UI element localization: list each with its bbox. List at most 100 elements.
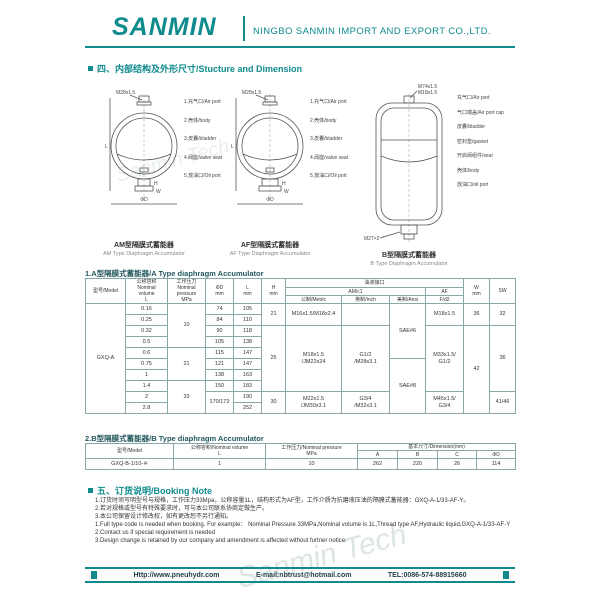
model-cell: GXQ-A bbox=[85, 303, 126, 414]
part-label: 4.阀座/valve seat bbox=[310, 154, 349, 161]
col-header-model: 型号/Model bbox=[85, 278, 126, 304]
part-label: 5.放油口/Oil port bbox=[184, 173, 221, 179]
data-cell: 1 bbox=[125, 369, 168, 381]
part-label: 2.壳体/body bbox=[310, 117, 337, 124]
table-row: 0.32 90 118 25 M18x1.5 /JM22x24 G1/2 /M2… bbox=[86, 325, 517, 414]
am-caption-cn: AM型隔膜式蓄能器 bbox=[114, 242, 174, 249]
footer-endcap-right bbox=[502, 571, 509, 579]
data-cell: 2.8 bbox=[125, 402, 168, 414]
af-caption-cn: AF型隔膜式蓄能器 bbox=[240, 242, 300, 249]
am-part-labels: 1.充气口/Air port 2.壳体/body 3.皮囊/bladder 4.… bbox=[184, 86, 222, 238]
col-header-inch: 英制/Inch bbox=[341, 295, 390, 304]
part-label: 1.充气口/Air port bbox=[310, 99, 347, 105]
b-thread2-label: M18x1.5 bbox=[418, 90, 437, 96]
data-cell: 0.5 bbox=[125, 336, 168, 348]
footer-website-link[interactable]: Http://www.pneuhydr.com bbox=[133, 571, 220, 579]
data-cell: M16x1.5/M18x2.4 bbox=[285, 303, 342, 326]
part-label: 2.壳体/body bbox=[184, 117, 211, 124]
data-cell: 121 bbox=[205, 358, 234, 370]
data-cell: 0.25 bbox=[125, 314, 168, 326]
data-cell: 105 bbox=[205, 336, 234, 348]
data-cell: SAE#8 bbox=[389, 358, 426, 414]
data-cell: 147 bbox=[233, 358, 262, 370]
data-cell: 252 bbox=[233, 402, 262, 414]
section-bullet-icon bbox=[88, 66, 93, 71]
data-cell: 114 bbox=[475, 458, 517, 470]
part-label: 3.皮囊/bladder bbox=[184, 136, 217, 142]
data-cell: 30 bbox=[261, 391, 286, 414]
part-label: 1.充气口/Air port bbox=[184, 99, 221, 105]
col-header-am-group: AM/c1 bbox=[285, 287, 426, 296]
col-header-metric: 公制/Metric bbox=[285, 295, 342, 304]
table-b-title: 2.B型隔膜式蓄能器/B Type diaphragm Accumulator bbox=[85, 434, 264, 443]
booking-note-en: 2.Contact us if special requirement is n… bbox=[95, 530, 216, 537]
data-cell: 163 bbox=[233, 369, 262, 381]
data-cell: 0.6 bbox=[125, 347, 168, 359]
part-label: 皮囊/bladder bbox=[457, 124, 486, 130]
data-cell: 21 bbox=[261, 303, 286, 326]
table-b-accumulator: 型号/Model 公称容积/Nominal volume L 工作压力/Nomi… bbox=[85, 443, 517, 470]
col-header-sw: SW bbox=[489, 278, 517, 304]
data-cell: 36 bbox=[463, 303, 491, 326]
section-bullet-icon bbox=[88, 488, 93, 493]
data-cell: 1 bbox=[173, 458, 266, 470]
table-row: 0.5 105 138 bbox=[86, 336, 516, 348]
data-cell: 0.16 bbox=[125, 303, 168, 315]
am-caption: AM型隔膜式蓄能器 AM Type Diaphragm Accumulator bbox=[69, 240, 219, 257]
col-header-d: ΦD bbox=[475, 450, 517, 459]
af-accumulator-drawing: M28x1.5 L H W ΦD bbox=[231, 90, 304, 205]
table-row: 2.8 252 bbox=[86, 402, 516, 414]
b-oil-thread-label: M27×2 bbox=[364, 236, 380, 242]
data-cell: 190 bbox=[233, 391, 262, 403]
b-caption: B型隔膜式蓄能器 B Type Diaphragm Accumulator bbox=[334, 250, 484, 267]
col-header-c: C bbox=[437, 450, 477, 459]
part-label: 放油口/oil port bbox=[457, 182, 489, 188]
part-label: 5.放油口/Oil port bbox=[310, 173, 347, 179]
data-cell: M18x1.5 /JM22x24 bbox=[285, 325, 342, 392]
data-cell bbox=[341, 303, 390, 326]
af-caption: AF型隔膜式蓄能器 AF Type Diaphragm Accumulator bbox=[195, 240, 345, 257]
footer-email-link[interactable]: E-mail:nbtrust@hotmail.com bbox=[255, 571, 352, 579]
header-rule bbox=[85, 46, 515, 48]
data-cell: M45x1.5/ G3/4 bbox=[424, 391, 465, 414]
am-diagram: M28x1.5 L H W ΦD 1.充气口/Air port 2.壳体/bod… bbox=[104, 86, 236, 238]
am-accumulator-drawing: M28x1.5 L H W ΦD bbox=[105, 90, 178, 205]
b-thread1-label: M74x1.5 bbox=[418, 84, 437, 90]
data-cell: 105 bbox=[233, 303, 262, 315]
col-header-pressure: 工作压力 Nominal pressure MPa bbox=[167, 278, 206, 304]
footer-endcap-left bbox=[91, 571, 97, 579]
part-label: 密封垫/gasket bbox=[457, 138, 489, 145]
data-cell: 32 bbox=[489, 303, 517, 326]
col-header-dims-group: 基本尺寸/Dimension(mm) bbox=[356, 443, 517, 451]
table-a-title: 1.A型隔膜式蓄能器/A Type diaphragm Accumulator bbox=[85, 269, 264, 278]
col-header-a: A bbox=[357, 450, 398, 459]
af-part-labels: 1.充气口/Air port 2.壳体/body 3.皮囊/bladder 4.… bbox=[310, 86, 348, 238]
data-cell: 74 bbox=[205, 303, 234, 315]
table-row: GXQ-B-1/10-※ 1 10 262 220 26 114 bbox=[85, 458, 517, 470]
col-header-volume: 公称容积 Nominal volume L bbox=[125, 278, 168, 304]
data-cell: 25 bbox=[261, 325, 286, 392]
data-cell: 110 bbox=[233, 314, 262, 326]
booking-notes: 1.订货时须写明型号与规格，工作压力33Mpa，公称容量1L，结构形式为AF型，… bbox=[95, 497, 517, 546]
part-label: 开启阀组件/seal bbox=[457, 153, 493, 159]
am-thread-label: M28x1.5 bbox=[116, 90, 135, 96]
data-cell: 42 bbox=[463, 325, 491, 414]
am-caption-en: AM Type Diaphragm Accumulator bbox=[103, 251, 185, 257]
data-cell: 21 bbox=[167, 347, 206, 381]
table-row: 1 138 163 bbox=[86, 369, 516, 381]
part-label: 充气口/Air port bbox=[457, 95, 490, 101]
table-row: GXQ-A 0.16 10 74 105 21 M16x1.5/M18x2.4 … bbox=[85, 303, 517, 414]
data-cell: 115 bbox=[205, 347, 234, 359]
af-caption-en: AF Type Diaphragm Accumulator bbox=[229, 251, 311, 257]
table-row: 0.25 84 110 bbox=[86, 314, 516, 326]
af-diagram: M28x1.5 L H W ΦD 1.充气口/Air port 2.壳体/bod… bbox=[230, 86, 360, 238]
col-header-ansi: 美制/Ansi bbox=[389, 295, 426, 304]
data-cell: 0.32 bbox=[125, 325, 168, 337]
data-cell: G1/2 /M28x3.1 bbox=[341, 325, 390, 392]
data-cell: 220 bbox=[397, 458, 438, 470]
data-cell: 150 bbox=[205, 380, 234, 392]
dim-d-label: ΦD bbox=[266, 197, 274, 203]
company-name: NINGBO SANMIN IMPORT AND EXPORT CO.,LTD. bbox=[253, 26, 491, 37]
b-accumulator-drawing: M74x1.5 M18x1.5 M27×2 bbox=[364, 84, 443, 242]
b-caption-en: B Type Diaphragm Accumulator bbox=[370, 261, 448, 267]
